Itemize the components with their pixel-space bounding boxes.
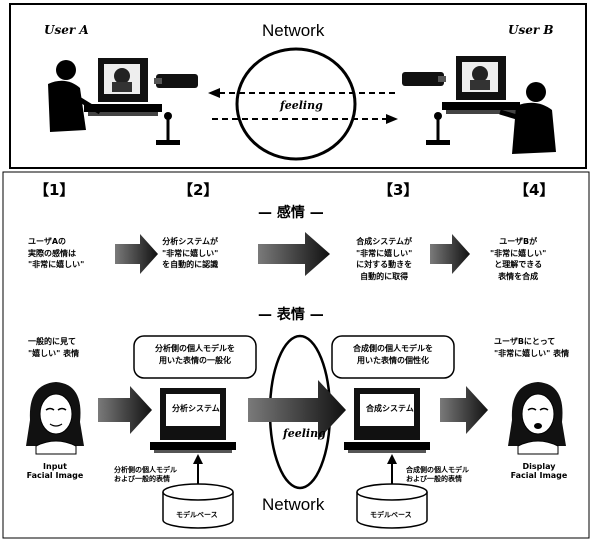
step-4-label: 【4】 xyxy=(514,181,555,199)
feeling-label-top: feeling xyxy=(280,99,323,112)
step1-text: ユーザAの 実際の感情は "非常に嬉しい" xyxy=(28,237,85,270)
user-b-workstation-icon xyxy=(402,56,556,154)
user-a-label: User A xyxy=(44,23,89,37)
step3-text: 合成システムが "非常に嬉しい" に対する動きを 自動的に取得 xyxy=(356,237,413,281)
network-title-top: Network xyxy=(262,21,325,40)
user-b-label: User B xyxy=(508,23,554,37)
arrow-input-analysis xyxy=(98,386,152,434)
model-base-left-icon xyxy=(162,483,234,529)
analysis-box-text: 分析側の個人モデルを 用いた表情の一般化 xyxy=(155,344,235,365)
arrow-3-4 xyxy=(430,234,470,274)
bottom-panel-frame xyxy=(2,171,590,539)
expression-heading: — 表情 — xyxy=(258,307,324,323)
step-2-label: 【2】 xyxy=(178,181,219,199)
arrow-synthesis-display xyxy=(440,386,488,434)
step2-text: 分析システムが "非常に嬉しい" を自動的に認識 xyxy=(162,237,219,270)
general-expression-text: 一般的に見て "嬉しい" 表情 xyxy=(28,337,80,358)
analysis-computer-icon xyxy=(150,388,236,453)
synthesis-screen-label: 合成システム xyxy=(366,404,414,413)
synthesis-model-box xyxy=(331,335,455,379)
emotion-heading: — 感情 — xyxy=(258,205,324,221)
input-face-icon xyxy=(26,382,84,455)
analysis-model-box xyxy=(133,335,257,379)
step-1-label: 【1】 xyxy=(34,181,75,199)
synthesis-side-note: 合成側の個人モデル および一般的表情 xyxy=(406,466,469,484)
user-b-expression-text: ユーザBにとって "非常に嬉しい" 表情 xyxy=(494,337,570,358)
synthesis-box-text: 合成側の個人モデルを 用いた表情の個性化 xyxy=(353,344,433,365)
arrow-2-3 xyxy=(258,232,330,276)
network-title-bottom: Network xyxy=(262,495,325,514)
analysis-side-note: 分析側の個人モデル および一般的表情 xyxy=(114,466,177,484)
feeling-label-center: feeling xyxy=(283,427,326,440)
display-facial-image-caption: Display Facial Image xyxy=(510,462,568,481)
user-a-workstation-icon xyxy=(48,58,198,145)
step4-text: ユーザBが "非常に嬉しい" と理解できる 表情を合成 xyxy=(490,237,547,281)
model-base-left-label: モデルベース xyxy=(176,511,218,519)
arrow-analysis-synthesis xyxy=(248,380,346,440)
model-base-right-icon xyxy=(356,483,428,529)
step-3-label: 【3】 xyxy=(378,181,419,199)
arrow-1-2 xyxy=(115,234,158,274)
top-panel-frame xyxy=(9,3,587,169)
synthesis-computer-icon xyxy=(344,388,430,453)
display-face-icon xyxy=(508,382,566,455)
network-ellipse-top xyxy=(235,47,357,161)
analysis-screen-label: 分析システム xyxy=(172,404,220,413)
model-base-right-label: モデルベース xyxy=(370,511,412,519)
input-facial-image-caption: Input Facial Image xyxy=(26,462,84,481)
